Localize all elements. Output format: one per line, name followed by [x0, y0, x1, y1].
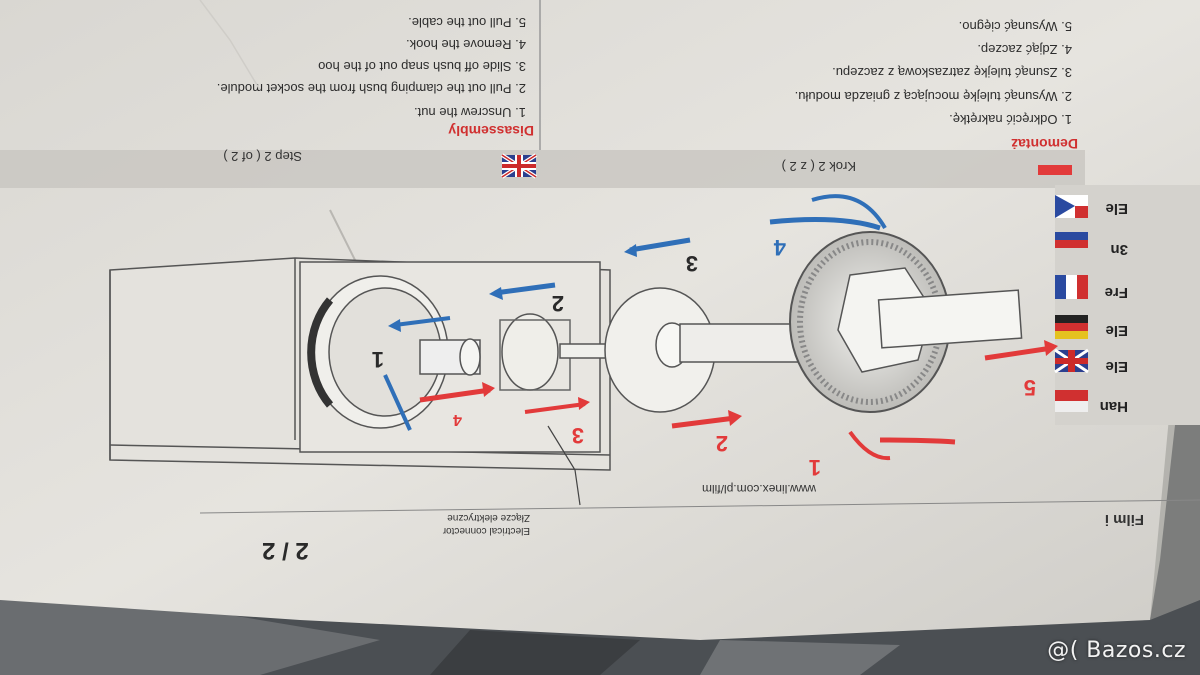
footer-url: www.linex.com.pl/film — [702, 482, 817, 496]
label-blue-4: 4 — [773, 235, 786, 260]
label-red-1: 1 — [809, 455, 821, 480]
label-red-4: 4 — [453, 411, 462, 428]
assembly-diagram — [109, 231, 1023, 471]
step-en-2: 2. Pull out the clamping bush from the s… — [217, 81, 526, 96]
label-blue-2: 2 — [552, 291, 564, 316]
lang-3: Fre — [1105, 284, 1128, 301]
footer-film: Film i — [1105, 511, 1144, 528]
lang-5: Ele — [1105, 358, 1128, 375]
step-pl-2: 2. Wysunąć tulejkę mocującą z gniazda mo… — [795, 89, 1072, 104]
lang-4: Ele — [1105, 322, 1128, 339]
label-red-5: 5 — [1024, 375, 1036, 400]
diagram-arrows — [383, 194, 1058, 461]
step-pl-5: 5. Wysunąć cięgno. — [959, 19, 1072, 34]
lang-6: Han — [1100, 398, 1128, 415]
bazos-watermark: @( Bazos.cz — [1047, 638, 1186, 663]
label-blue-1: 1 — [372, 347, 384, 372]
language-list: Ele 3n Fre Ele Ele Han — [1054, 185, 1200, 425]
label-red-2: 2 — [716, 431, 728, 456]
step-en-1: 1. Unscrew the nut. — [414, 105, 526, 120]
step-en-3: 3. Slide off bush snap out of the hoo — [318, 59, 526, 74]
label-blue-3: 3 — [686, 251, 698, 276]
step-pl: Krok 2 ( z 2 ) — [782, 159, 856, 174]
step-en: Step 2 ( of 2 ) — [223, 149, 302, 164]
step-pl-4: 4. Zdjąć zaczep. — [977, 42, 1072, 57]
lang-2: 3n — [1110, 241, 1128, 258]
lang-1: Ele — [1105, 200, 1128, 217]
section-en: Disassembly — [448, 123, 534, 139]
page-number: 2 / 2 — [262, 537, 309, 564]
title-pl: Demontaż — [1011, 136, 1078, 152]
step-pl-3: 3. Zsunąć tulejkę zatrzaskową z zaczepu. — [832, 65, 1072, 80]
step-en-4: 4. Remove the hook. — [406, 37, 526, 52]
polish-flag-mark — [1038, 165, 1072, 175]
connector-label-en: Electrical connector — [442, 525, 530, 536]
instruction-text-block: Krok 2 ( z 2 ) Step 2 ( of 2 ) Demontaż … — [0, 0, 1085, 188]
connector-label-pl: Złącze elektryczne — [447, 512, 530, 523]
step-en-5: 5. Pull out the cable. — [408, 15, 526, 30]
step-pl-1: 1. Odkręcić nakrętkę. — [949, 112, 1072, 127]
label-red-3: 3 — [572, 423, 584, 448]
uk-flag-icon — [500, 153, 538, 179]
